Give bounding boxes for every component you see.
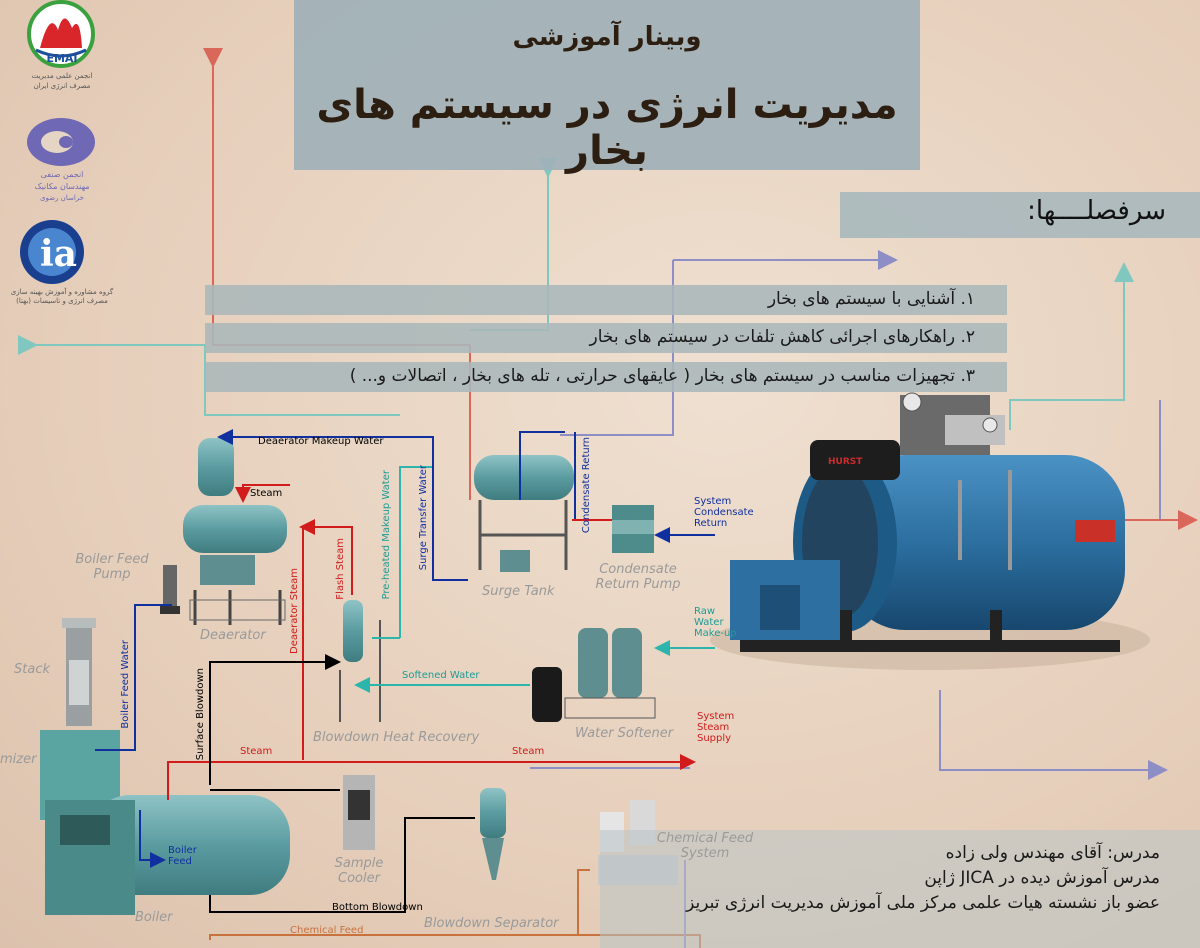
heading-item-3: ۳. تجهیزات مناسب در سیستم های بخار ( عای… — [349, 366, 975, 386]
label-boiler: Boiler — [135, 910, 173, 925]
label-boiler-feed-pump: Boiler Feed Pump — [75, 552, 149, 582]
flow-deaerator-steam: Deaerator Steam — [289, 568, 300, 654]
headings-panel — [840, 192, 1200, 238]
blowdown-heat-recovery-unit — [339, 600, 381, 722]
hurst-boiler: HURST — [710, 392, 1150, 670]
label-surge-tank: Surge Tank — [482, 584, 555, 599]
flow-preheated-makeup: Pre-heated Makeup Water — [381, 470, 392, 600]
mech-caption-3: خراسان رضوی — [40, 194, 84, 202]
heading-item-1-bg — [205, 285, 1007, 315]
svg-text:ia: ia — [40, 233, 77, 275]
flow-flash-steam: Flash Steam — [335, 538, 346, 600]
headings-label: سرفصلــــها: — [1027, 196, 1166, 226]
deaerator-unit — [183, 438, 287, 625]
flow-chemical-feed: Chemical Feed — [290, 925, 364, 936]
flow-steam-deaerator: Steam — [250, 488, 283, 499]
instructor-line-2: مدرس آموزش دیده در JICA ژاپن — [924, 868, 1160, 888]
flow-system-condensate-return: System Condensate Return — [694, 496, 754, 529]
flow-softened-water: Softened Water — [402, 670, 480, 681]
mechanical-engineers-logo — [27, 118, 95, 166]
mech-caption-1: انجمن صنفی — [40, 170, 84, 179]
flow-raw-water-makeup: Raw Water Make-up — [694, 606, 737, 639]
heading-item-1: ۱. آشنایی با سیستم های بخار — [767, 289, 975, 309]
webinar-subtitle: وبینار آموزشی — [512, 22, 702, 52]
label-sample-cooler: Sample Cooler — [334, 856, 384, 886]
label-deaerator: Deaerator — [200, 628, 266, 643]
surge-tank — [474, 455, 574, 572]
label-condensate-return-pump: Condensate Return Pump — [595, 562, 681, 592]
behta-logo: ia — [20, 220, 84, 284]
flow-deaerator-makeup: Deaerator Makeup Water — [258, 436, 384, 447]
mech-caption-2: مهندسان مکانیک — [34, 182, 90, 191]
behta-caption-2: مصرف انرژی و تاسیسات (بهتا) — [16, 297, 108, 305]
boiler-feed-pump — [160, 565, 180, 614]
label-blowdown-separator: Blowdown Separator — [424, 916, 559, 931]
flow-steam-right: Steam — [512, 746, 545, 757]
blowdown-separator-unit — [480, 788, 506, 880]
emai-caption-1: انجمن علمی مدیریت — [31, 72, 93, 80]
flow-bottom-blowdown: Bottom Blowdown — [332, 902, 423, 913]
label-blowdown-heat-recovery: Blowdown Heat Recovery — [313, 730, 480, 745]
instructor-line-3: عضو باز نشسته هیات علمی مرکز ملی آموزش م… — [686, 893, 1160, 913]
flow-steam-main: Steam — [240, 746, 273, 757]
label-stack: Stack — [14, 662, 50, 677]
label-chemical-feed-system: Chemical Feed System — [656, 831, 754, 861]
label-economizer: mizer — [0, 752, 37, 767]
instructor-panel — [600, 830, 1200, 948]
webinar-title: مدیریت انرژی در سیستم های بخار — [316, 82, 898, 174]
title-panel — [294, 0, 920, 170]
flow-boiler-feed: Boiler Feed — [168, 845, 197, 867]
condensate-return-pump — [612, 505, 654, 553]
flow-surface-blowdown: Surface Blowdown — [195, 668, 206, 761]
stack — [62, 618, 96, 726]
emai-logo-text: EMAI — [46, 52, 78, 65]
flow-surge-transfer: Surge Transfer Water — [418, 465, 429, 571]
flow-boiler-feed-water: Boiler Feed Water — [120, 640, 131, 729]
heading-item-3-bg — [205, 362, 1007, 392]
label-water-softener: Water Softener — [575, 726, 674, 741]
flow-condensate-return: Condensate Return — [581, 437, 592, 534]
svg-text:HURST: HURST — [828, 457, 863, 467]
heading-item-2: ۲. راهکارهای اجرائی کاهش تلفات در سیستم … — [589, 327, 976, 347]
behta-caption-1: گروه مشاوره و آموزش بهینه سازی — [10, 288, 114, 296]
instructor-line-1: مدرس: آقای مهندس ولی زاده — [945, 843, 1160, 863]
water-softener-unit — [532, 628, 656, 722]
sample-cooler-unit — [343, 775, 375, 850]
small-boiler — [40, 730, 290, 915]
heading-item-2-bg — [205, 323, 1007, 353]
emai-logo — [27, 0, 95, 68]
flow-system-steam-supply: System Steam Supply — [697, 711, 735, 744]
emai-caption-2: مصرف انرژی ایران — [33, 82, 91, 90]
